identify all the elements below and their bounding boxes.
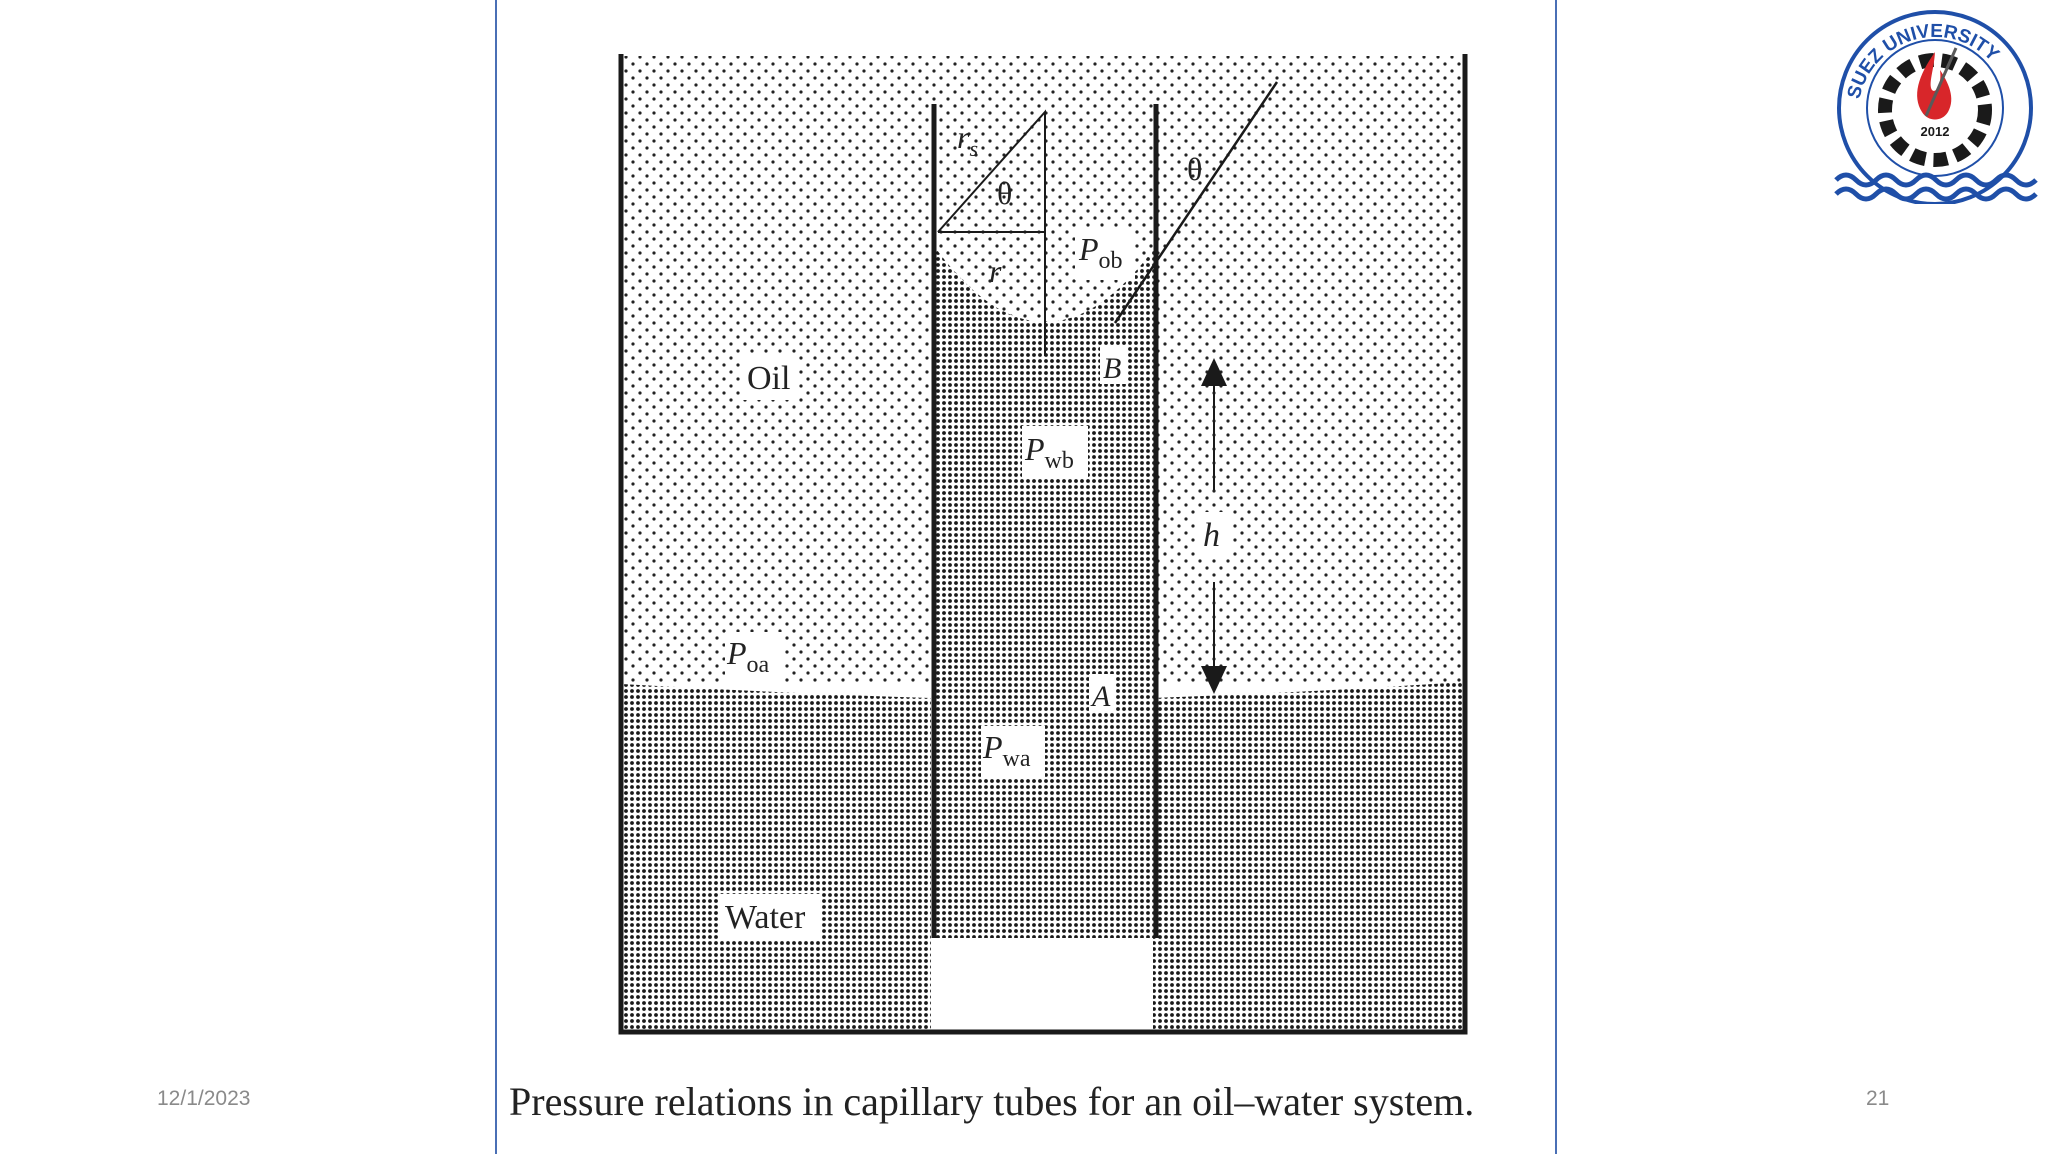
label-water: Water	[725, 899, 806, 936]
label-pob: Pob	[1078, 231, 1123, 274]
label-oil: Oil	[747, 360, 790, 397]
slide-page-number: 21	[1866, 1087, 1890, 1110]
figure-panel: Oil Water rs θ r θ Pob Pwb Poa Pwa B A h	[495, 0, 1557, 1154]
suez-university-logo: SUEZ UNIVERSITY 2012	[1834, 10, 2038, 204]
water-region	[621, 684, 931, 1030]
label-poa: Poa	[726, 635, 770, 678]
label-theta-inner: θ	[997, 175, 1012, 211]
label-pwa: Pwa	[982, 729, 1031, 772]
capillary-diagram: Oil Water rs θ r θ Pob Pwb Poa Pwa B A h	[618, 54, 1468, 1035]
label-pwb: Pwb	[1024, 431, 1074, 474]
label-A: A	[1090, 680, 1111, 713]
label-rs: rs	[957, 119, 978, 161]
radius-triangle	[937, 109, 1046, 356]
slide-date: 12/1/2023	[157, 1087, 251, 1110]
label-theta-outer: θ	[1187, 151, 1202, 187]
label-r: r	[989, 253, 1002, 289]
label-h: h	[1203, 517, 1220, 554]
figure-caption: Pressure relations in capillary tubes fo…	[509, 1079, 1475, 1124]
label-B: B	[1103, 352, 1121, 385]
logo-year: 2012	[1921, 124, 1950, 139]
container-walls	[618, 54, 1468, 1035]
contact-angle-line	[1113, 81, 1279, 324]
